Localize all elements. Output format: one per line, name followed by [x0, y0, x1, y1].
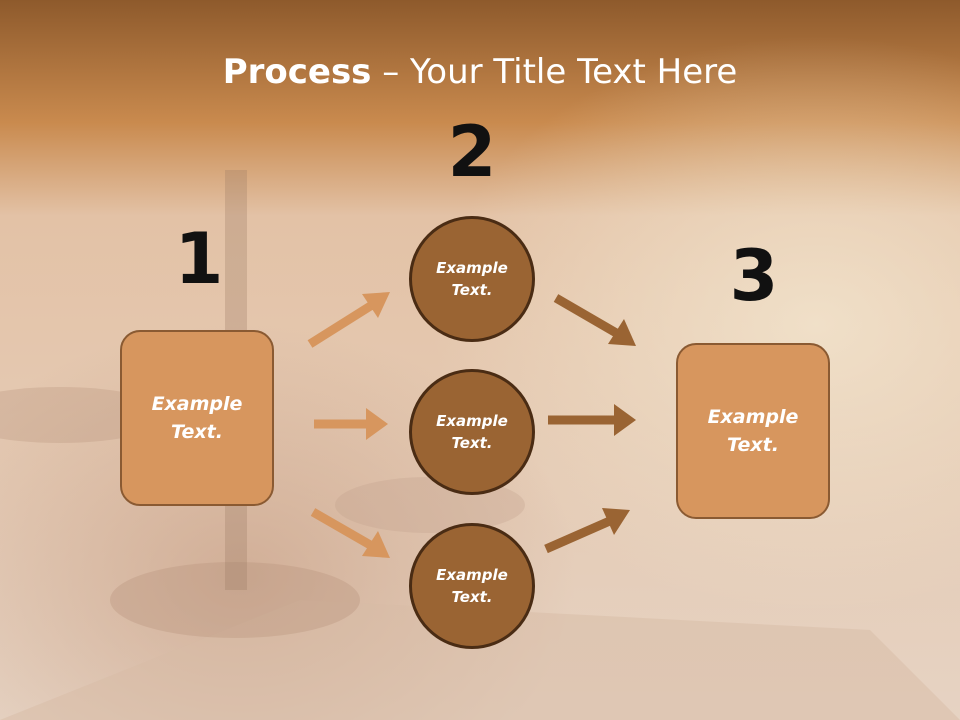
arrow-bottom-to-3: [544, 508, 630, 554]
step-1-label: Example Text.: [151, 392, 243, 444]
step-number-3: 3: [729, 235, 779, 317]
arrow-1-to-top: [307, 292, 390, 348]
step-number-1: 1: [174, 218, 224, 300]
arrow-middle-to-3: [548, 404, 636, 436]
title-bold: Process: [222, 52, 372, 92]
circle-bottom: Example Text.: [409, 523, 535, 649]
circle-middle: Example Text.: [409, 369, 535, 495]
circle-bottom-label: Example Text.: [436, 565, 508, 607]
arrow-1-to-middle: [314, 408, 388, 440]
slide-title: Process – Your Title Text Here: [0, 52, 960, 92]
arrow-top-to-3: [553, 294, 636, 346]
circle-middle-label: Example Text.: [436, 411, 508, 453]
circle-top-label: Example Text.: [436, 258, 508, 300]
step-1-box: Example Text.: [120, 330, 274, 506]
step-3-box: Example Text.: [676, 343, 830, 519]
title-rest: – Your Title Text Here: [371, 52, 738, 92]
circle-top: Example Text.: [409, 216, 535, 342]
arrow-1-to-bottom: [310, 508, 390, 558]
step-3-label: Example Text.: [707, 405, 799, 457]
step-number-2: 2: [447, 111, 497, 193]
